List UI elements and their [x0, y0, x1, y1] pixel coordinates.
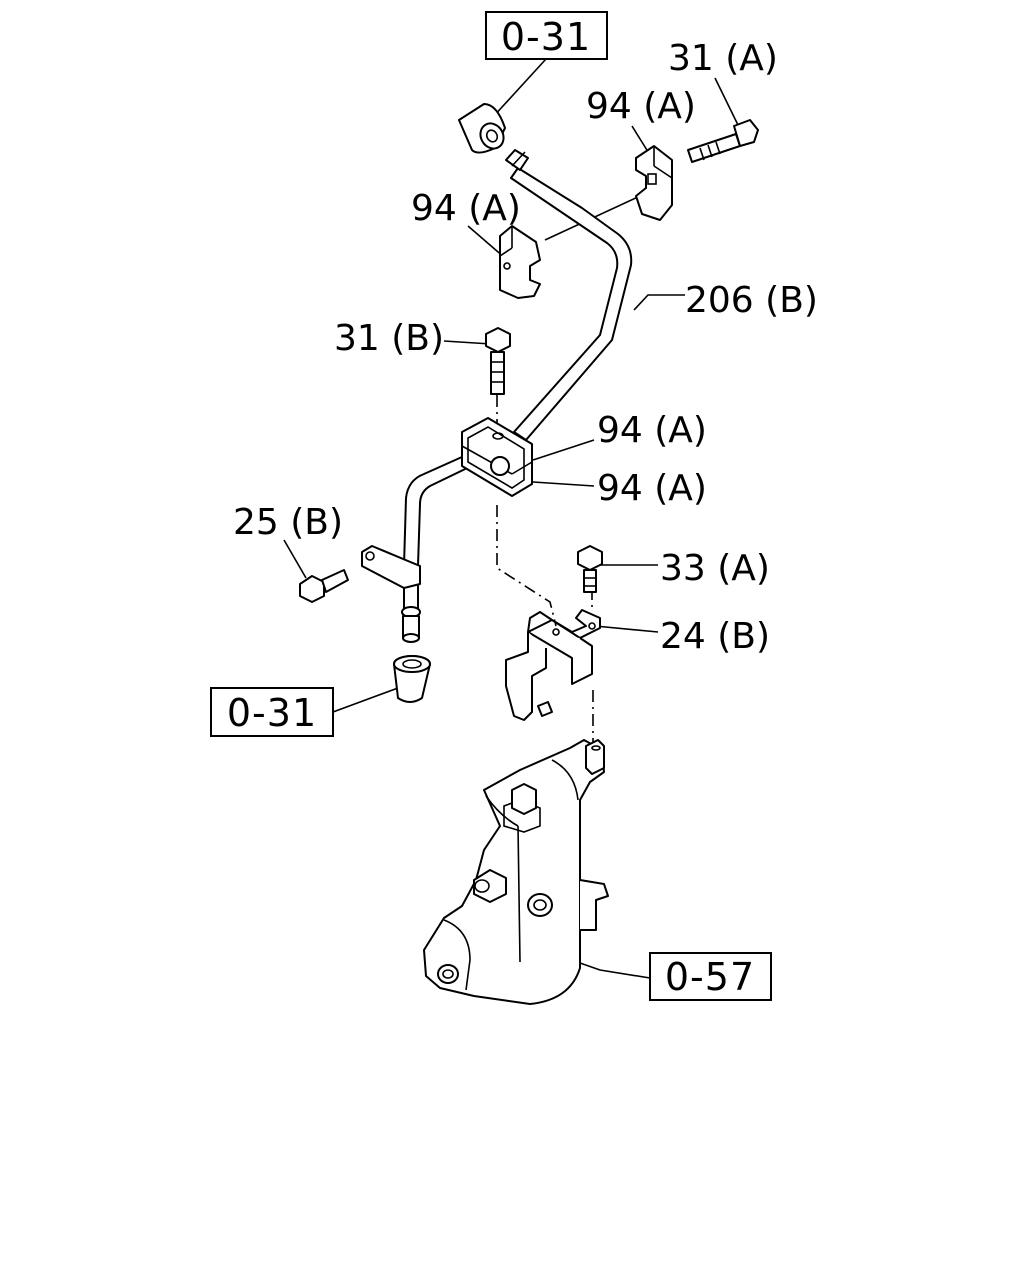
ref-box-top-label: 0-31 — [501, 15, 591, 59]
rubber-cap-top[interactable] — [458, 103, 508, 154]
bracket-24-b[interactable] — [505, 609, 601, 721]
callout-33-a: 33 (A) — [660, 548, 770, 589]
housing-casting[interactable] — [423, 739, 609, 1005]
callout-94-a-left: 94 (A) — [411, 188, 521, 229]
callout-24-b: 24 (B) — [660, 616, 770, 657]
callout-206-b: 206 (B) — [685, 280, 818, 321]
clamp-upper-right[interactable] — [635, 145, 673, 221]
callout-31-a: 31 (A) — [668, 38, 778, 79]
rubber-cap-left[interactable] — [393, 655, 431, 703]
ref-box-bottom-label: 0-57 — [665, 955, 755, 999]
ref-box-bottom[interactable]: 0-57 — [649, 952, 772, 1001]
callout-94-a-clamp-upper: 94 (A) — [597, 410, 707, 451]
ref-box-top[interactable]: 0-31 — [485, 11, 608, 60]
callout-25-b: 25 (B) — [233, 502, 343, 543]
clamp-center-block[interactable] — [461, 417, 533, 497]
bolt-33-a[interactable] — [577, 545, 603, 593]
callout-94-a-clamp-lower: 94 (A) — [597, 468, 707, 509]
callout-31-b: 31 (B) — [334, 318, 444, 359]
callout-94-a-top: 94 (A) — [586, 86, 696, 127]
ref-box-left[interactable]: 0-31 — [210, 687, 334, 737]
bolt-25-b[interactable] — [299, 569, 349, 603]
pipe-bracket-small[interactable] — [361, 545, 421, 589]
ref-box-left-label: 0-31 — [227, 691, 317, 735]
bolt-31-b[interactable] — [485, 327, 511, 395]
bolt-31-a[interactable] — [687, 119, 759, 163]
clamp-upper-left[interactable] — [499, 225, 541, 299]
